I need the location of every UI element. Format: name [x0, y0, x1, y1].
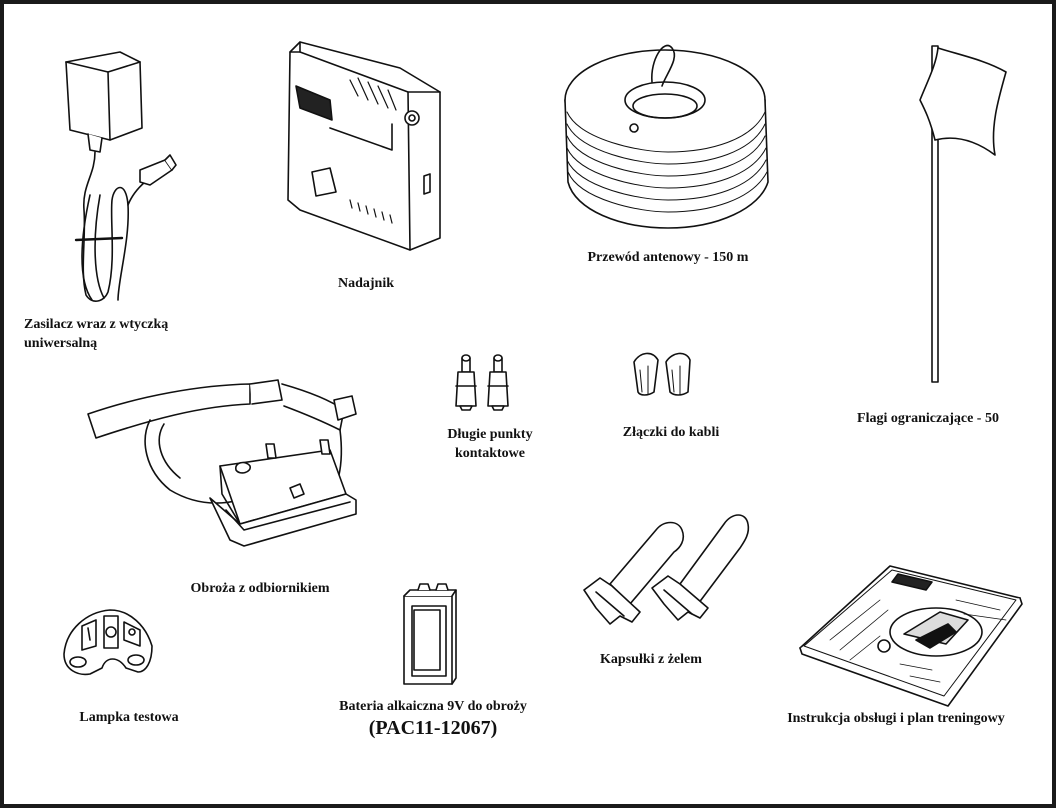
- power-adapter-label-line2: uniwersalną: [24, 336, 98, 351]
- power-adapter-label: Zasilacz wraz z wtyczką uniwersalną: [24, 315, 168, 353]
- transmitter-icon: [287, 41, 441, 251]
- test-light-label: Lampka testowa: [79, 710, 179, 725]
- power-adapter-label-line1: Zasilacz wraz z wtyczką: [24, 317, 169, 332]
- boundary-flags-label: Flagi ograniczające - 50: [857, 411, 999, 426]
- contact-points-icon: [455, 354, 509, 411]
- boundary-flag-icon: [919, 45, 1007, 383]
- test-light-icon: [63, 609, 153, 676]
- gel-capsules-icon: [583, 514, 750, 625]
- manual-booklet-icon: [799, 565, 1023, 707]
- battery-label: Bateria alkaiczna 9V do obroży: [339, 699, 527, 714]
- antenna-wire-label: Przewód antenowy - 150 m: [587, 250, 749, 265]
- battery-9v-icon: [403, 583, 457, 685]
- contact-points-label: Długie punkty kontaktowe: [420, 425, 560, 463]
- contact-points-label-line2: kontaktowe: [454, 446, 525, 461]
- battery-part-code: (PAC11-12067): [368, 717, 498, 739]
- gel-capsules-label: Kapsułki z żelem: [600, 652, 702, 667]
- antenna-wire-spool-icon: [564, 44, 769, 229]
- transmitter-label: Nadajnik: [337, 276, 395, 291]
- manual-label: Instrukcja obsługi i plan treningowy: [787, 711, 1005, 726]
- contact-points-label-line1: Długie punkty: [447, 427, 533, 442]
- receiver-collar-icon: [87, 379, 357, 547]
- wire-connectors-label: Złączki do kabli: [622, 425, 720, 440]
- wire-connectors-icon: [633, 352, 691, 396]
- receiver-collar-label: Obroża z odbiornikiem: [190, 581, 330, 596]
- power-adapter-icon: [65, 51, 177, 302]
